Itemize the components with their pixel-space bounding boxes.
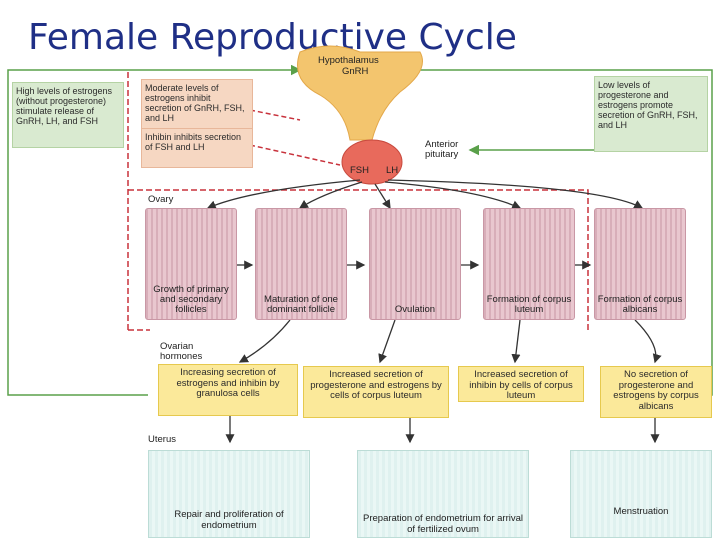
- uterus-stage-caption: Preparation of endometrium for arrival o…: [363, 513, 523, 535]
- inhibin-box: Inhibin inhibits secretion of FSH and LH: [141, 128, 253, 168]
- uterus-stage-panel: Menstruation: [570, 450, 712, 538]
- hormone-box: No secretion of progesterone and estroge…: [600, 366, 712, 418]
- hormone-box: Increased secretion of inhibin by cells …: [458, 366, 584, 402]
- moderate-estrogen-box: Moderate levels of estrogens inhibit sec…: [141, 79, 253, 129]
- uterus-label: Uterus: [148, 434, 176, 445]
- uterus-stage-panel: Repair and proliferation of endometrium: [148, 450, 310, 538]
- anterior-pituitary-label: Anterior pituitary: [425, 139, 459, 160]
- uterus-stage-caption: Menstruation: [613, 505, 669, 517]
- hormone-box: Increasing secretion of estrogens and in…: [158, 364, 298, 416]
- ovary-label: Ovary: [148, 194, 174, 205]
- ovary-stage-caption: Growth of primary and secondary follicle…: [153, 284, 229, 315]
- hypothalamus-label: Hypothalamus: [318, 55, 379, 66]
- pituitary-shape: [341, 139, 403, 185]
- high-estrogen-box: High levels of estrogens (without proges…: [12, 82, 124, 148]
- ovary-stage-caption: Formation of corpus albicans: [597, 294, 683, 315]
- fsh-label: FSH: [350, 165, 369, 176]
- uterus-stage-caption: Repair and proliferation of endometrium: [174, 509, 284, 531]
- feedback-line-left: [7, 64, 302, 396]
- hypothalamus-shape: [297, 45, 423, 141]
- ovary-stage-caption: Maturation of one dominant follicle: [264, 294, 338, 315]
- page-title: Female Reproductive Cycle: [28, 17, 517, 58]
- ovary-stage-panel: Ovulation: [369, 208, 461, 320]
- ovary-stage-panel: Growth of primary and secondary follicle…: [145, 208, 237, 320]
- hormone-box: Increased secretion of progesterone and …: [303, 366, 449, 418]
- ovary-stage-panel: Maturation of one dominant follicle: [255, 208, 347, 320]
- uterus-stage-panel: Preparation of endometrium for arrival o…: [357, 450, 529, 538]
- ovary-stage-panel: Formation of corpus albicans: [594, 208, 686, 320]
- ovarian-hormones-label: Ovarian hormones: [160, 341, 203, 362]
- ovary-stage-caption: Formation of corpus luteum: [486, 294, 572, 315]
- ovary-stage-panel: Formation of corpus luteum: [483, 208, 575, 320]
- lh-label: LH: [386, 165, 399, 176]
- gnrh-label: GnRH: [342, 66, 369, 77]
- low-levels-box: Low levels of progesterone and estrogens…: [594, 76, 708, 152]
- ovary-stage-caption: Ovulation: [394, 304, 436, 315]
